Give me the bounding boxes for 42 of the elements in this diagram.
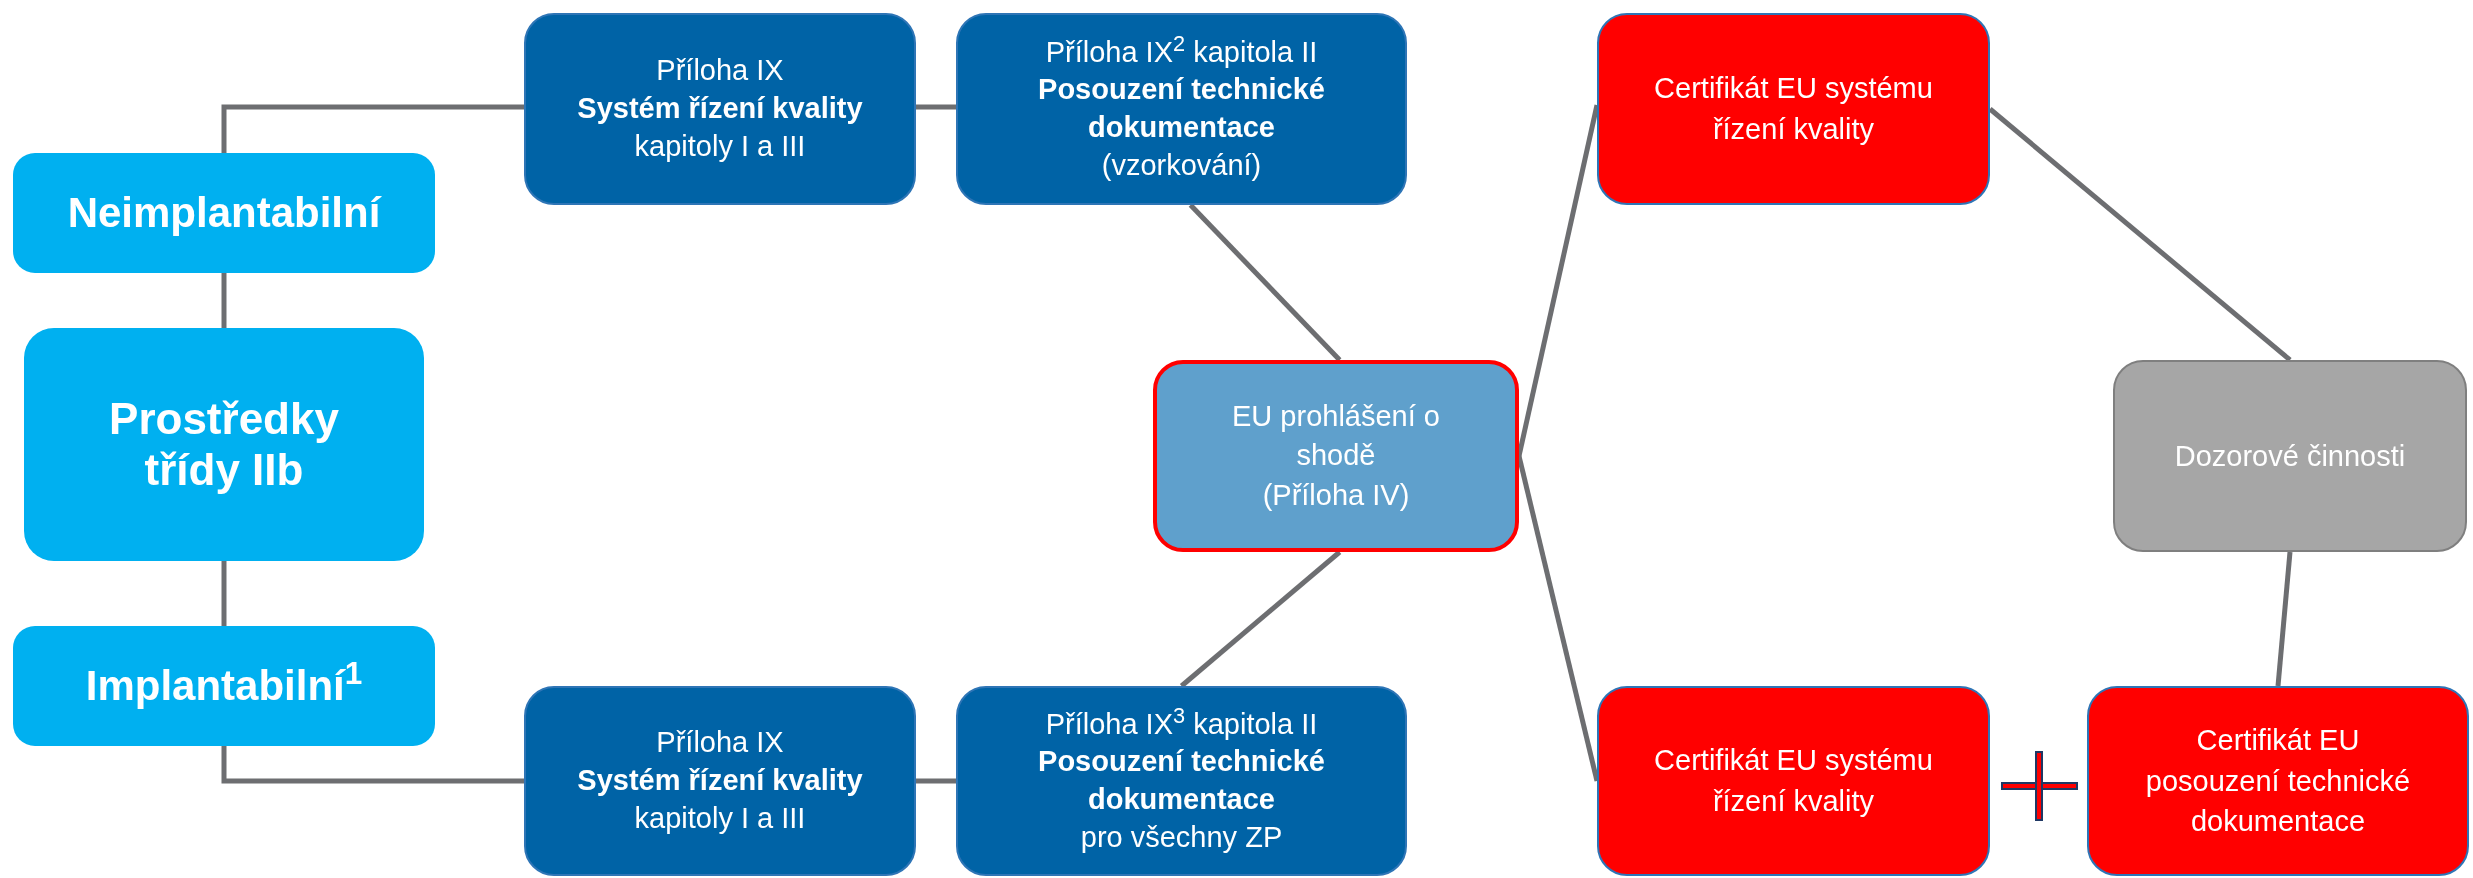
node-text: Certifikát EU posouzení technické dokumentace: [2144, 723, 2412, 840]
node-text: Implantabilní$^{1}$: [85, 661, 363, 711]
certificate-box: [2087, 686, 2469, 876]
connector-line: [1188, 203, 1342, 362]
connector-line: [1988, 107, 2292, 362]
node-text: Příloha IX: [656, 53, 784, 89]
annex-box: [524, 13, 916, 205]
certificate-box: [1597, 13, 1990, 205]
category-box: [13, 626, 435, 746]
node-text: kapitoly I a III: [634, 128, 806, 164]
declaration-box: [1153, 360, 1519, 552]
node-text: Systém řízení kvality: [577, 763, 863, 799]
connector-line: [2275, 551, 2293, 687]
node-text: Certifikát EU systému řízení kvality: [1653, 71, 1934, 147]
category-box: [24, 328, 424, 561]
node-text: Neimplantabilní: [67, 188, 381, 238]
connector-line: [221, 273, 227, 328]
node-text: EU prohlášení o shodě: [1231, 399, 1441, 474]
node-text: pro všechny ZP: [1080, 819, 1283, 855]
annex-box: [956, 686, 1407, 876]
node-text: Příloha IX$^{2}$ kapitola II: [1045, 33, 1318, 70]
connector-line: [916, 104, 956, 110]
node-text: (Příloha IV): [1262, 477, 1410, 513]
surveillance-box: [2113, 360, 2467, 552]
node-text: Dozorové činnosti: [2174, 438, 2406, 474]
node-text: Systém řízení kvality: [577, 91, 863, 127]
certificate-box: [1597, 686, 1990, 876]
annex-box: [956, 13, 1407, 205]
node-text: Certifikát EU systému řízení kvality: [1653, 743, 1934, 819]
connector-line: [221, 104, 524, 153]
connector-line: [1179, 550, 1342, 688]
connector-line: [221, 561, 227, 626]
node-text: (vzorkování): [1101, 147, 1262, 183]
node-text: Prostředky třídy IIb: [108, 393, 340, 496]
node-text: Příloha IX: [656, 725, 784, 761]
category-box: [13, 153, 435, 273]
connector-line: [221, 746, 524, 784]
node-text: kapitoly I a III: [634, 800, 806, 836]
node-text: Příloha IX$^{3}$ kapitola II: [1045, 705, 1318, 742]
connector-line: [916, 778, 956, 784]
annex-box: [524, 686, 916, 876]
node-text: Posouzení technické dokumentace: [1037, 72, 1326, 145]
